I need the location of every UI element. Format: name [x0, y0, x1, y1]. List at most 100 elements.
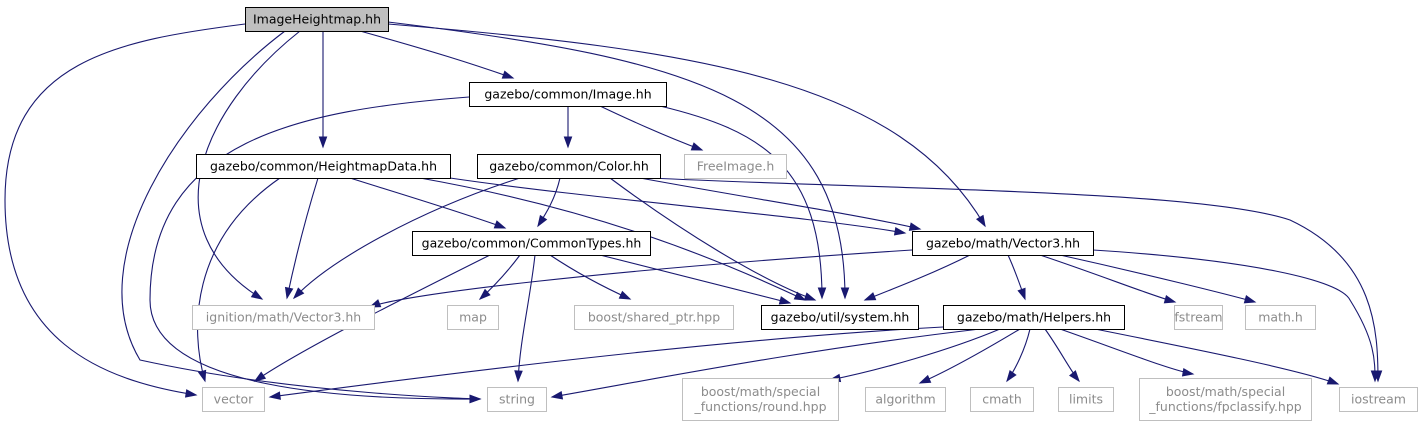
- node-math-helpers[interactable]: gazebo/math/Helpers.hh: [943, 305, 1125, 330]
- node-label: boost/math/special: [701, 384, 820, 399]
- node-box: [196, 154, 451, 179]
- edge-imageheightmap-to-math-vector3: [387, 23, 986, 228]
- edge-heightmapdata-to-math-vector3: [449, 177, 907, 236]
- node-freeimage: FreeImage.h: [684, 154, 787, 179]
- node-box: [912, 231, 1094, 256]
- arrowhead: [493, 220, 507, 229]
- edge-imageheightmap-to-vector: [4, 23, 246, 398]
- edge-math-vector3-to-math-helpers: [1007, 254, 1026, 301]
- edge-imageheightmap-to-string: [121, 30, 482, 404]
- node-label: limits: [1069, 392, 1103, 407]
- edge-imageheightmap-to-common-image: [359, 30, 515, 79]
- arrowhead: [1181, 367, 1195, 377]
- arrowhead: [514, 370, 523, 383]
- edge-commontypes-to-shared-ptr: [549, 254, 632, 300]
- arrowhead: [1163, 295, 1177, 304]
- node-label: cmath: [982, 392, 1022, 407]
- node-label: vector: [214, 392, 255, 407]
- arrowhead: [292, 287, 305, 300]
- node-label: algorithm: [875, 392, 935, 407]
- edge-common-image-to-string: [149, 96, 482, 404]
- node-math-h: math.h: [1245, 305, 1316, 330]
- edge-math-helpers-to-cmath: [1006, 328, 1031, 383]
- edge-commontypes-to-map: [478, 254, 521, 300]
- node-util-system[interactable]: gazebo/util/system.hh: [761, 305, 919, 330]
- arrowhead: [1243, 295, 1257, 304]
- node-label: string: [499, 392, 535, 407]
- arrowhead: [893, 226, 907, 236]
- arrowhead: [778, 296, 792, 305]
- node-box: [1139, 378, 1312, 421]
- arrowhead: [537, 214, 548, 228]
- node-box: [477, 154, 661, 179]
- edge-math-helpers-to-string: [550, 328, 981, 400]
- node-label: ignition/math/Vector3.hh: [206, 310, 361, 325]
- edge-common-color-to-ign-vector3: [292, 177, 521, 300]
- arrowhead: [690, 142, 704, 151]
- arrowhead: [284, 286, 294, 300]
- edge-heightmapdata-to-vector: [197, 177, 281, 383]
- arrowhead: [1069, 370, 1080, 383]
- node-box: [447, 305, 499, 330]
- edge-common-color-to-math-vector3: [639, 177, 922, 231]
- node-box: [245, 7, 389, 32]
- arrowhead: [840, 287, 850, 300]
- node-limits: limits: [1058, 387, 1114, 412]
- node-fstream: fstream: [1174, 305, 1223, 330]
- node-label: boost/math/special: [1166, 384, 1285, 399]
- arrowhead: [550, 390, 564, 400]
- node-box: [487, 387, 547, 412]
- node-label: map: [459, 310, 487, 325]
- node-common-image[interactable]: gazebo/common/Image.hh: [469, 82, 667, 107]
- arrowhead: [1017, 287, 1026, 301]
- arrowhead: [478, 288, 491, 300]
- edge-math-vector3-to-math-h: [1059, 254, 1257, 304]
- node-label: gazebo/util/system.hh: [771, 310, 910, 325]
- edge-math-helpers-to-vector: [268, 326, 944, 400]
- node-box: [1245, 305, 1316, 330]
- node-imageheightmap[interactable]: ImageHeightmap.hh: [245, 7, 389, 32]
- arrowhead: [793, 291, 807, 301]
- node-cmath: cmath: [970, 387, 1034, 412]
- node-math-vector3[interactable]: gazebo/math/Vector3.hh: [912, 231, 1094, 256]
- node-box: [1339, 387, 1418, 412]
- node-ign-vector3: ignition/math/Vector3.hh: [192, 305, 375, 330]
- node-label: _functions/round.hpp: [693, 399, 826, 414]
- edge-math-vector3-to-iostream: [1092, 249, 1380, 383]
- arrowhead: [469, 394, 482, 404]
- edge-layer: [4, 21, 1383, 404]
- node-common-color[interactable]: gazebo/common/Color.hh: [477, 154, 661, 179]
- edge-math-vector3-to-ign-vector3: [368, 249, 913, 308]
- edge-heightmapdata-to-commontypes: [349, 177, 507, 229]
- edge-common-image-to-util-system: [659, 105, 827, 300]
- node-box: [202, 387, 265, 412]
- node-box: [574, 305, 734, 330]
- node-box: [1058, 387, 1114, 412]
- node-heightmapdata[interactable]: gazebo/common/HeightmapData.hh: [196, 154, 451, 179]
- node-map: map: [447, 305, 499, 330]
- edge-math-vector3-to-util-system: [863, 254, 971, 301]
- node-box: [761, 305, 919, 330]
- edge-math-helpers-to-limits: [1044, 328, 1080, 383]
- node-box: [684, 154, 787, 179]
- node-iostream: iostream: [1339, 387, 1418, 412]
- arrowhead: [250, 289, 264, 300]
- node-string: string: [487, 387, 547, 412]
- arrowhead: [197, 369, 207, 383]
- node-box: [469, 82, 667, 107]
- node-label: iostream: [1351, 392, 1406, 407]
- edge-common-image-to-freeimage: [599, 105, 704, 151]
- arrowhead: [268, 391, 281, 400]
- edge-math-helpers-to-fpclassify-hpp: [1059, 328, 1195, 377]
- arrowhead: [803, 292, 817, 301]
- edge-math-vector3-to-fstream: [1039, 254, 1177, 304]
- node-label: gazebo/common/Color.hh: [489, 159, 649, 174]
- edge-math-helpers-to-algorithm: [918, 328, 1021, 384]
- arrowhead: [817, 287, 827, 300]
- node-box: [970, 387, 1034, 412]
- node-label: ImageHeightmap.hh: [253, 12, 381, 27]
- node-box: [943, 305, 1125, 330]
- node-commontypes[interactable]: gazebo/common/CommonTypes.hh: [412, 231, 651, 256]
- edge-commontypes-to-string: [514, 254, 536, 383]
- node-label: gazebo/math/Helpers.hh: [957, 310, 1111, 325]
